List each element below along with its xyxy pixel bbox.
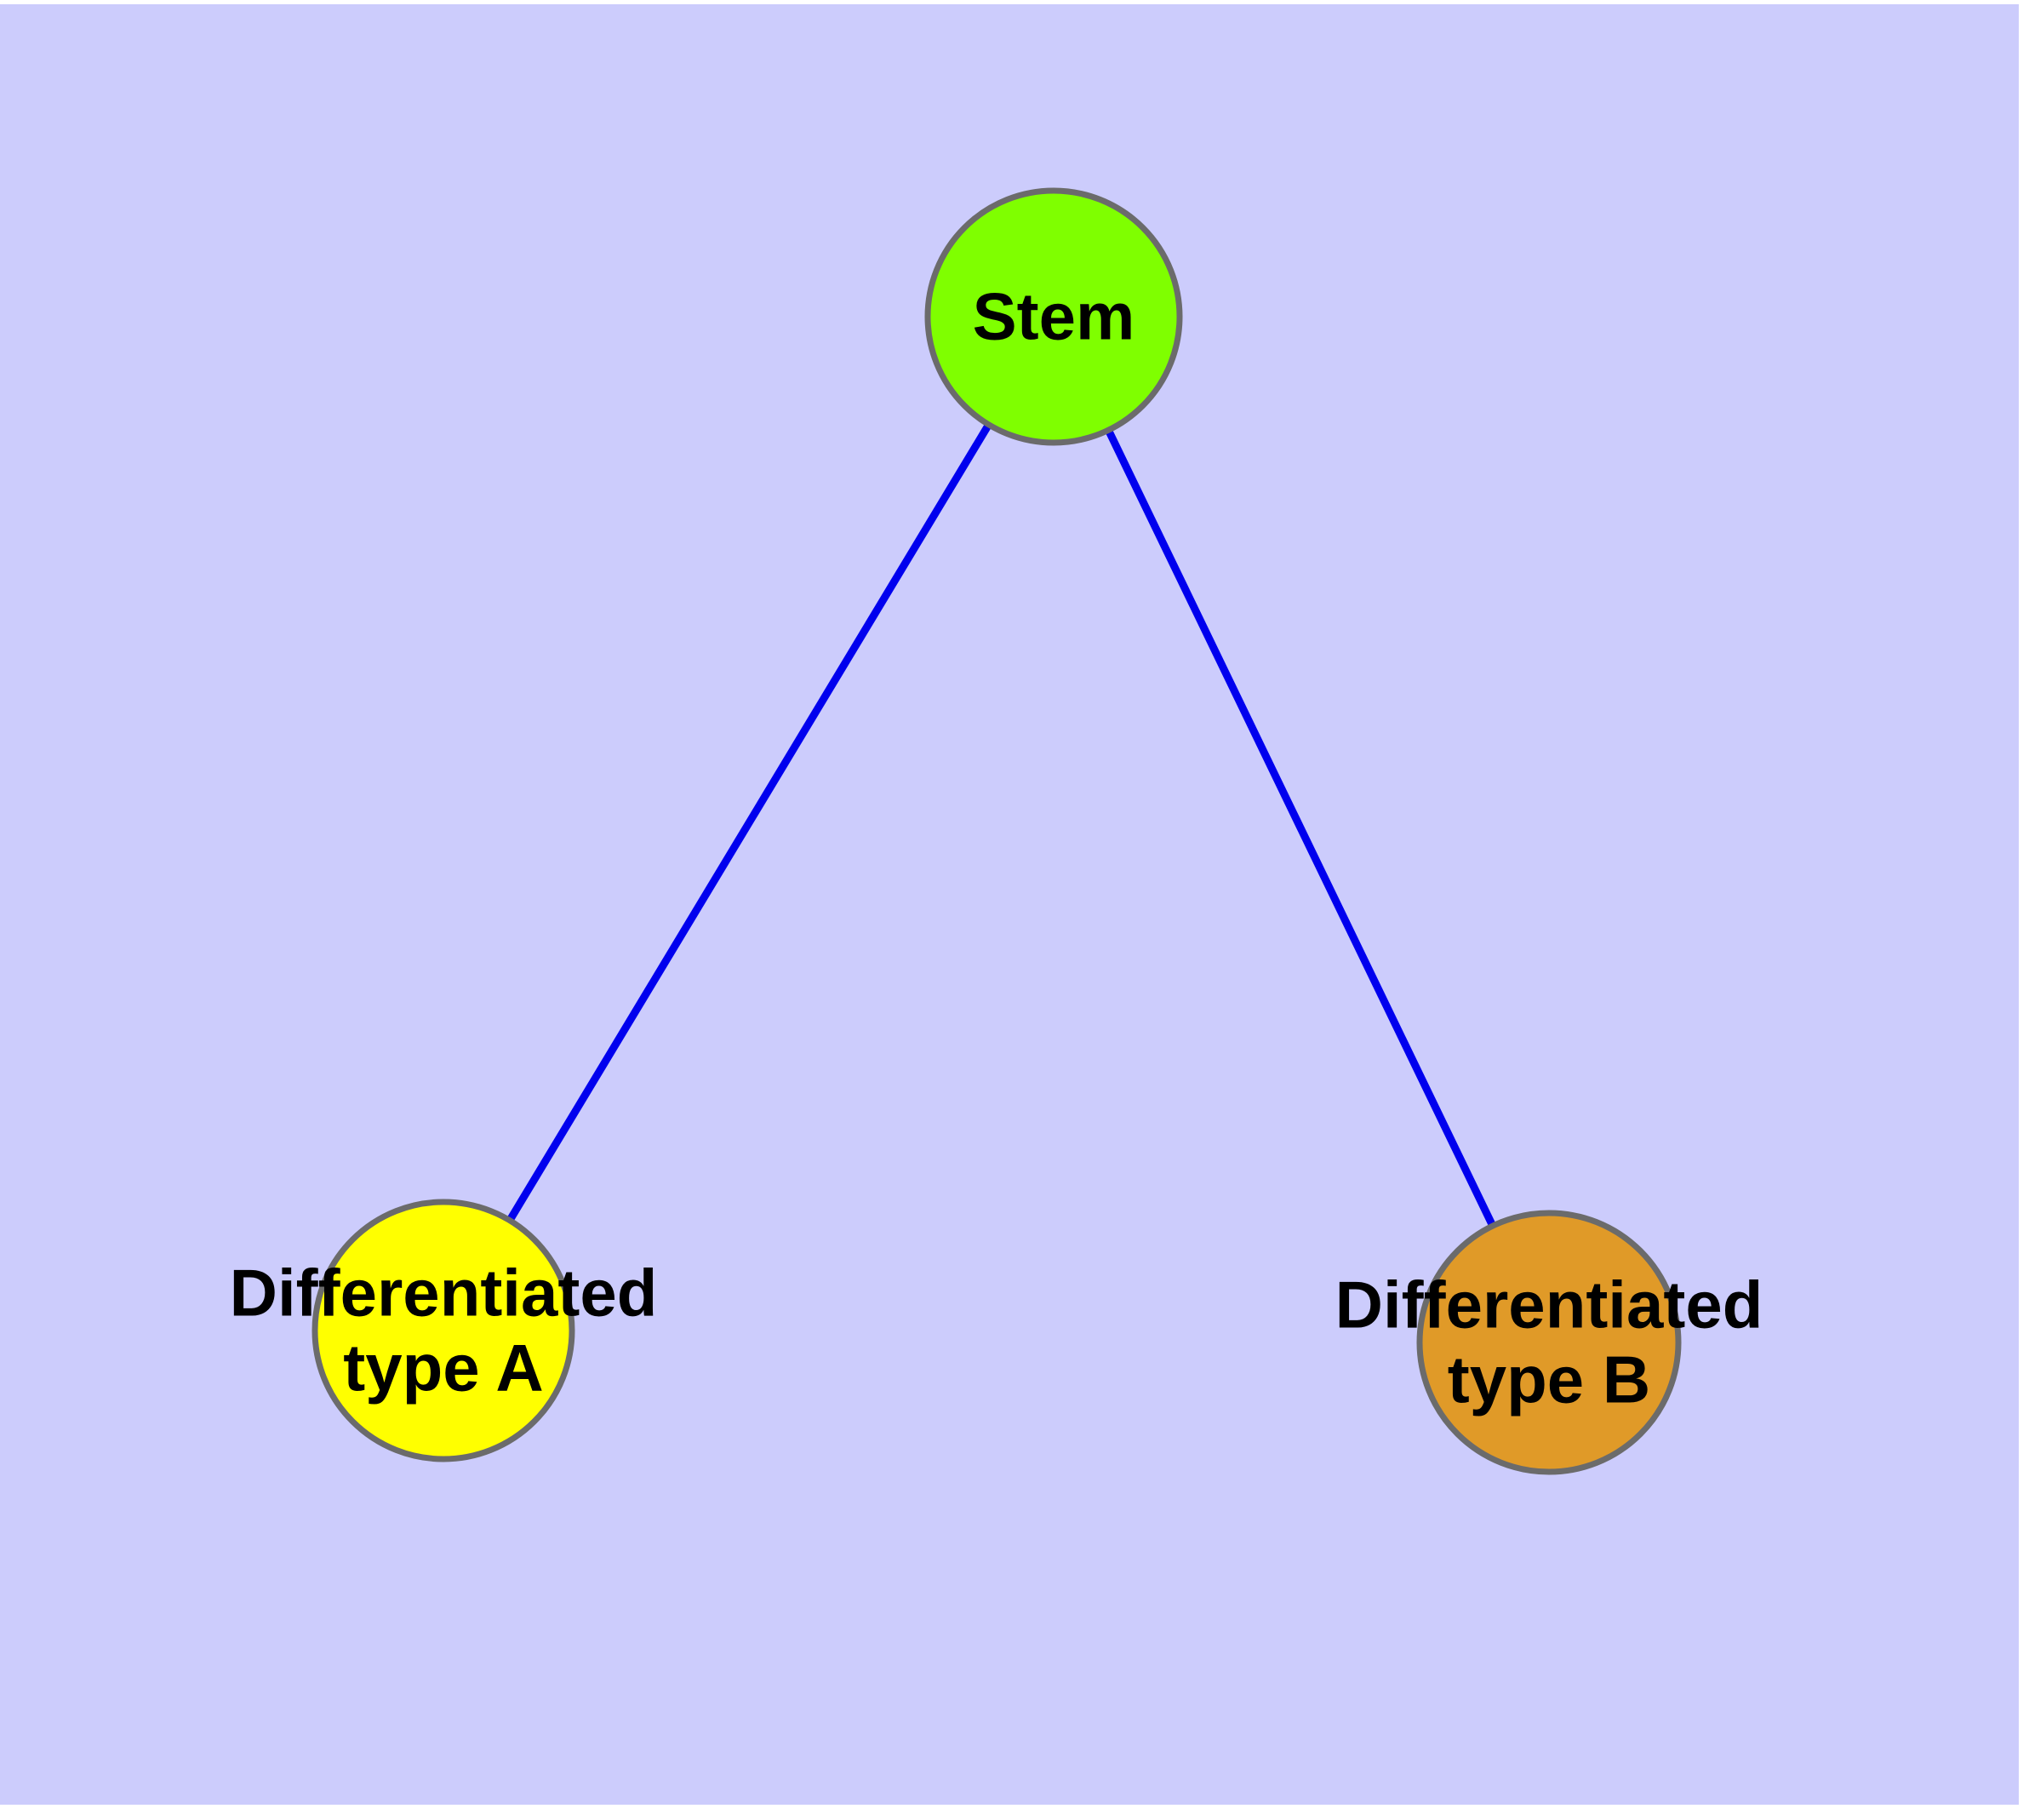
node-differentiated-type-b[interactable] (1416, 1210, 1682, 1475)
node-differentiated-type-a[interactable] (311, 1199, 575, 1462)
node-stem[interactable] (924, 187, 1183, 446)
edge-stem-to-differentiated-type-a[interactable] (440, 314, 1057, 1333)
edges-layer (440, 314, 1553, 1344)
edge-stem-to-differentiated-type-b[interactable] (1049, 315, 1553, 1344)
node-label-stem: Stem (973, 279, 1135, 354)
nodes-layer (311, 187, 1682, 1475)
